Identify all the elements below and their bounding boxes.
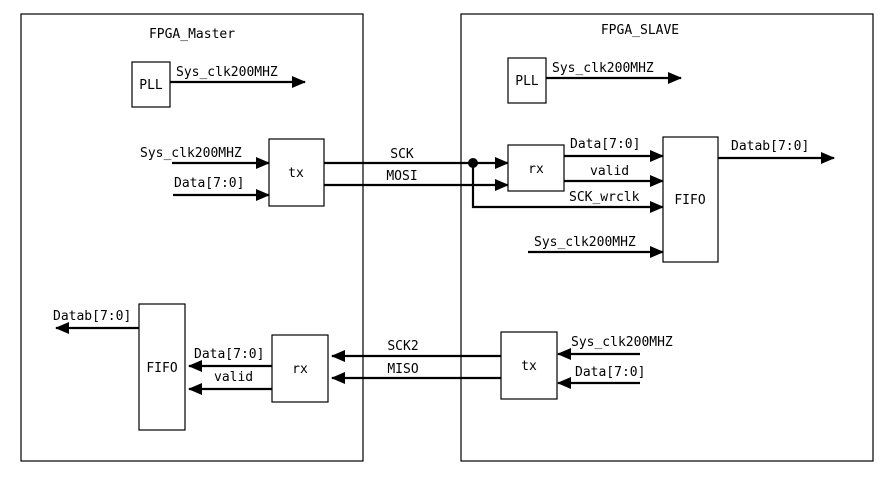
slave-fifo-clk-input-label: Sys_clk200MHZ <box>534 235 636 250</box>
fpga-master-title: FPGA_Master <box>149 27 235 42</box>
slave-pll-output-label: Sys_clk200MHZ <box>552 61 654 76</box>
slave-tx-data-input-label: Data[7:0] <box>575 365 645 380</box>
miso-link-label: MISO <box>387 362 418 377</box>
fpga-slave-title: FPGA_SLAVE <box>601 23 679 38</box>
master-rx-block <box>271 334 329 403</box>
master-tx-label: tx <box>288 166 304 181</box>
master-rx-data-output-label: Data[7:0] <box>194 347 264 362</box>
sck-wrclk-wire <box>471 163 664 213</box>
mosi-link-label: MOSI <box>386 169 417 184</box>
slave-rx-label: rx <box>528 162 544 177</box>
master-fifo-output-label: Datab[7:0] <box>53 309 131 324</box>
master-rx-valid-output-label: valid <box>214 370 253 385</box>
slave-rx-data-output-label: Data[7:0] <box>570 137 640 152</box>
slave-rx-block <box>507 144 565 192</box>
sck-wrclk-label: SCK_wrclk <box>569 190 640 205</box>
slave-rx-valid-output-label: valid <box>590 164 629 179</box>
slave-tx-clk-input-label: Sys_clk200MHZ <box>571 335 673 350</box>
slave-pll-label: PLL <box>515 74 539 89</box>
slave-fifo-label: FIFO <box>674 193 705 208</box>
master-fifo-label: FIFO <box>146 361 177 376</box>
master-pll-label: PLL <box>139 78 163 93</box>
slave-fifo-block <box>662 136 719 263</box>
master-tx-block <box>268 138 325 207</box>
master-fifo-block <box>138 303 186 431</box>
master-tx-data-input-label: Data[7:0] <box>174 176 244 191</box>
sck-link-label: SCK <box>390 147 414 162</box>
sck2-link-label: SCK2 <box>387 339 418 354</box>
master-tx-clk-input-label: Sys_clk200MHZ <box>140 146 242 161</box>
slave-tx-label: tx <box>521 359 537 374</box>
fpga-master-frame <box>20 13 364 462</box>
slave-tx-block <box>500 331 558 400</box>
master-pll-output-label: Sys_clk200MHZ <box>176 65 278 80</box>
slave-pll-block <box>507 57 547 104</box>
master-pll-block <box>131 61 171 108</box>
master-rx-label: rx <box>292 362 308 377</box>
fpga-slave-frame <box>460 13 874 462</box>
slave-fifo-output-label: Datab[7:0] <box>731 139 809 154</box>
